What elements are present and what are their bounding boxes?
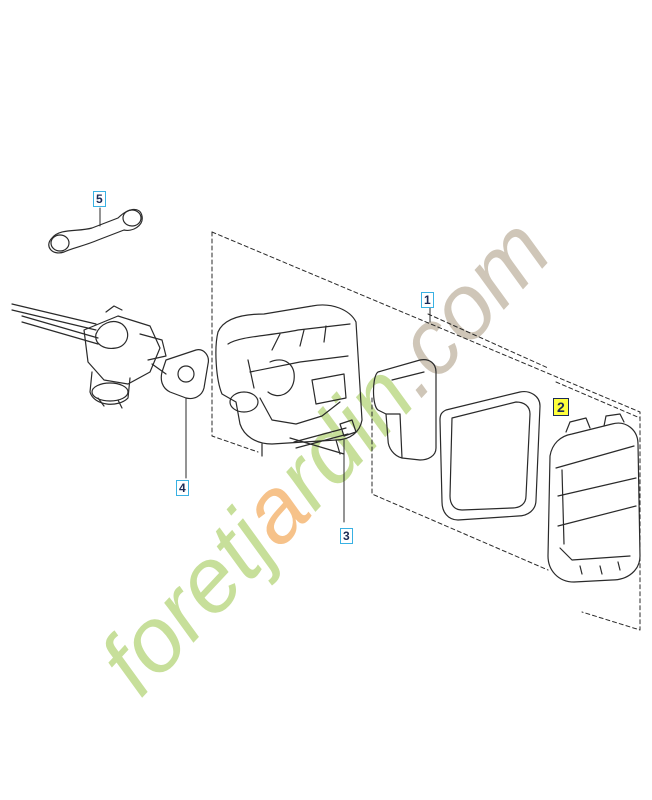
- leader-lines: [99, 207, 431, 323]
- callout-1[interactable]: 1: [421, 292, 434, 308]
- svg-text:foretjardin.com: foretjardin.com: [80, 199, 570, 714]
- pre-filter: [372, 359, 437, 461]
- air-filter-cover-part-2: [547, 413, 641, 583]
- assembly-dashed-frame: [211, 231, 641, 631]
- callout-3[interactable]: 3: [340, 528, 353, 544]
- callout-4[interactable]: 4: [176, 480, 189, 496]
- mounting-studs: [11, 303, 99, 345]
- watermark-logo: foretjardin.com: [80, 199, 570, 714]
- gasket-part-4: [160, 349, 209, 479]
- air-filter-base-part-1: [215, 304, 363, 457]
- breather-hose-part-5: [48, 208, 143, 254]
- callout-2[interactable]: 2: [553, 398, 569, 416]
- air-filter-element: [439, 391, 541, 521]
- carburetor: [83, 305, 167, 409]
- screws-part-3: [293, 419, 357, 523]
- callout-5[interactable]: 5: [93, 191, 106, 207]
